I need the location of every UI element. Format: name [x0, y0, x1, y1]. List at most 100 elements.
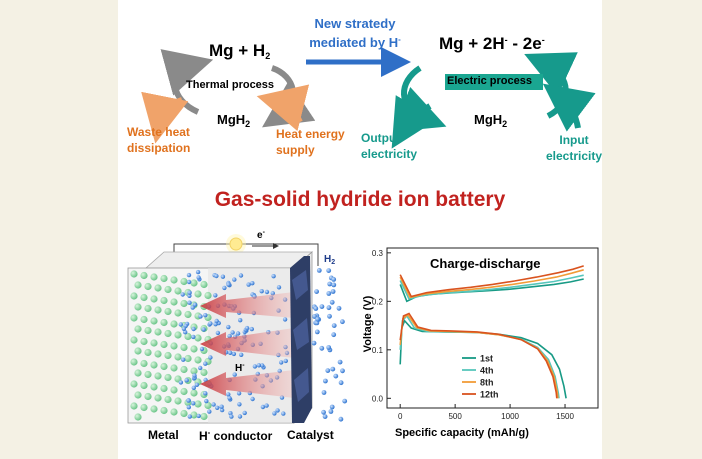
hydrogen-atom	[322, 414, 328, 419]
electron-label: e-	[257, 229, 265, 241]
hydride-ion	[227, 333, 232, 339]
hydrogen-atom	[333, 373, 339, 379]
hydride-ion	[229, 414, 234, 419]
metal-atom	[160, 296, 168, 305]
metal-atom	[174, 309, 182, 317]
metal-atom	[134, 347, 142, 355]
metal-atom	[144, 304, 152, 313]
metal-atom	[154, 372, 162, 380]
metal-atom	[200, 280, 208, 289]
hydride-ion	[242, 410, 247, 416]
metal-atom	[180, 343, 188, 352]
hydride-ion	[203, 361, 208, 366]
hydride-ion	[219, 404, 224, 409]
legend-label: 12th	[480, 390, 499, 400]
hydride-transport-arrow	[200, 292, 294, 318]
mg-h2-label: Mg + H2	[209, 41, 271, 61]
hydride-ion	[226, 392, 231, 397]
hydride-ion	[198, 314, 203, 319]
hydride-ion	[191, 401, 196, 406]
hydride-ion	[207, 409, 212, 414]
metal-atom	[170, 320, 178, 328]
metal-atom	[150, 317, 158, 325]
metal-atom	[170, 342, 178, 350]
discharge-curve-12th	[399, 312, 558, 399]
metal-atom	[140, 271, 148, 280]
hydride-ion	[191, 334, 196, 340]
metal-atom	[174, 331, 182, 339]
mgh2-left-label: MgH2	[217, 112, 251, 129]
legend-label: 1st	[480, 354, 493, 364]
metal-atom	[200, 368, 208, 377]
hydrogen-atom	[326, 345, 332, 350]
hydrogen-atom	[337, 359, 343, 365]
input-electricity-arrow	[542, 83, 596, 132]
hydride-ion	[264, 289, 270, 295]
hydrogen-atom	[313, 306, 319, 311]
hydrogen-atom	[342, 398, 348, 404]
hydride-label: H-	[235, 362, 245, 374]
hydride-ion	[220, 274, 226, 279]
metal-atom	[190, 389, 198, 397]
x-axis-label: Specific capacity (mAh/g)	[395, 427, 529, 439]
hydride-ion	[208, 321, 213, 326]
hydride-ion	[226, 324, 231, 330]
metal-atom	[194, 400, 202, 408]
hydride-ion	[178, 380, 184, 385]
conductor-label: H- conductor	[199, 428, 273, 443]
metal-atom	[190, 411, 198, 419]
hydrogen-atom	[330, 366, 336, 372]
electric-process-label: Electric process	[447, 75, 532, 87]
hydrogen-atom	[314, 289, 319, 294]
hydride-ion	[186, 398, 191, 403]
metal-atom	[154, 394, 162, 402]
bulb-icon	[229, 237, 243, 251]
hydrogen-atom	[321, 390, 327, 395]
hydride-ion	[187, 300, 192, 305]
metal-atom	[144, 282, 152, 291]
hydride-ion	[259, 289, 264, 294]
hydride-ion	[191, 385, 196, 390]
scheme-arrows	[141, 47, 596, 149]
metal-atom	[194, 356, 202, 364]
metal-atom	[134, 281, 142, 289]
metal-atoms	[130, 270, 212, 421]
hydride-ion	[237, 402, 242, 407]
hydride-ion	[178, 322, 183, 327]
hydride-ion	[208, 355, 213, 360]
electric-equation: Mg + 2H- - 2e-	[439, 34, 545, 53]
metal-atom	[164, 307, 172, 316]
metal-atom	[180, 277, 188, 286]
metal-atom	[164, 351, 172, 360]
metal-atom	[144, 370, 152, 379]
charge-curve-8th	[399, 269, 584, 299]
hydrogen-atom	[325, 368, 331, 373]
hydride-ion	[195, 269, 201, 275]
h2-label: H2	[324, 254, 336, 266]
y-tick-label: 0.2	[372, 297, 384, 306]
hydrogen-atom	[326, 268, 332, 273]
hydride-ion	[215, 405, 220, 410]
metal-atom	[130, 380, 138, 388]
hydride-ion	[235, 331, 241, 336]
metal-atom	[140, 315, 148, 324]
heat-supply-arrow	[256, 84, 310, 132]
metal-atom	[140, 359, 148, 368]
metal-atom	[170, 298, 178, 306]
hydrogen-atom	[338, 416, 344, 422]
hydrogen-atom	[319, 304, 325, 309]
hydride-ion	[181, 326, 187, 331]
metal-atom	[140, 403, 148, 412]
metal-atom	[144, 392, 152, 401]
waste-heat-arrow	[141, 91, 189, 144]
hydrogen-atom	[338, 380, 344, 386]
hydride-ion	[194, 382, 200, 387]
metal-atom	[154, 306, 162, 314]
metal-atom	[150, 295, 158, 303]
hydrogen-atom	[323, 378, 328, 384]
hydride-ion	[239, 352, 244, 357]
metal-atom	[160, 362, 168, 371]
